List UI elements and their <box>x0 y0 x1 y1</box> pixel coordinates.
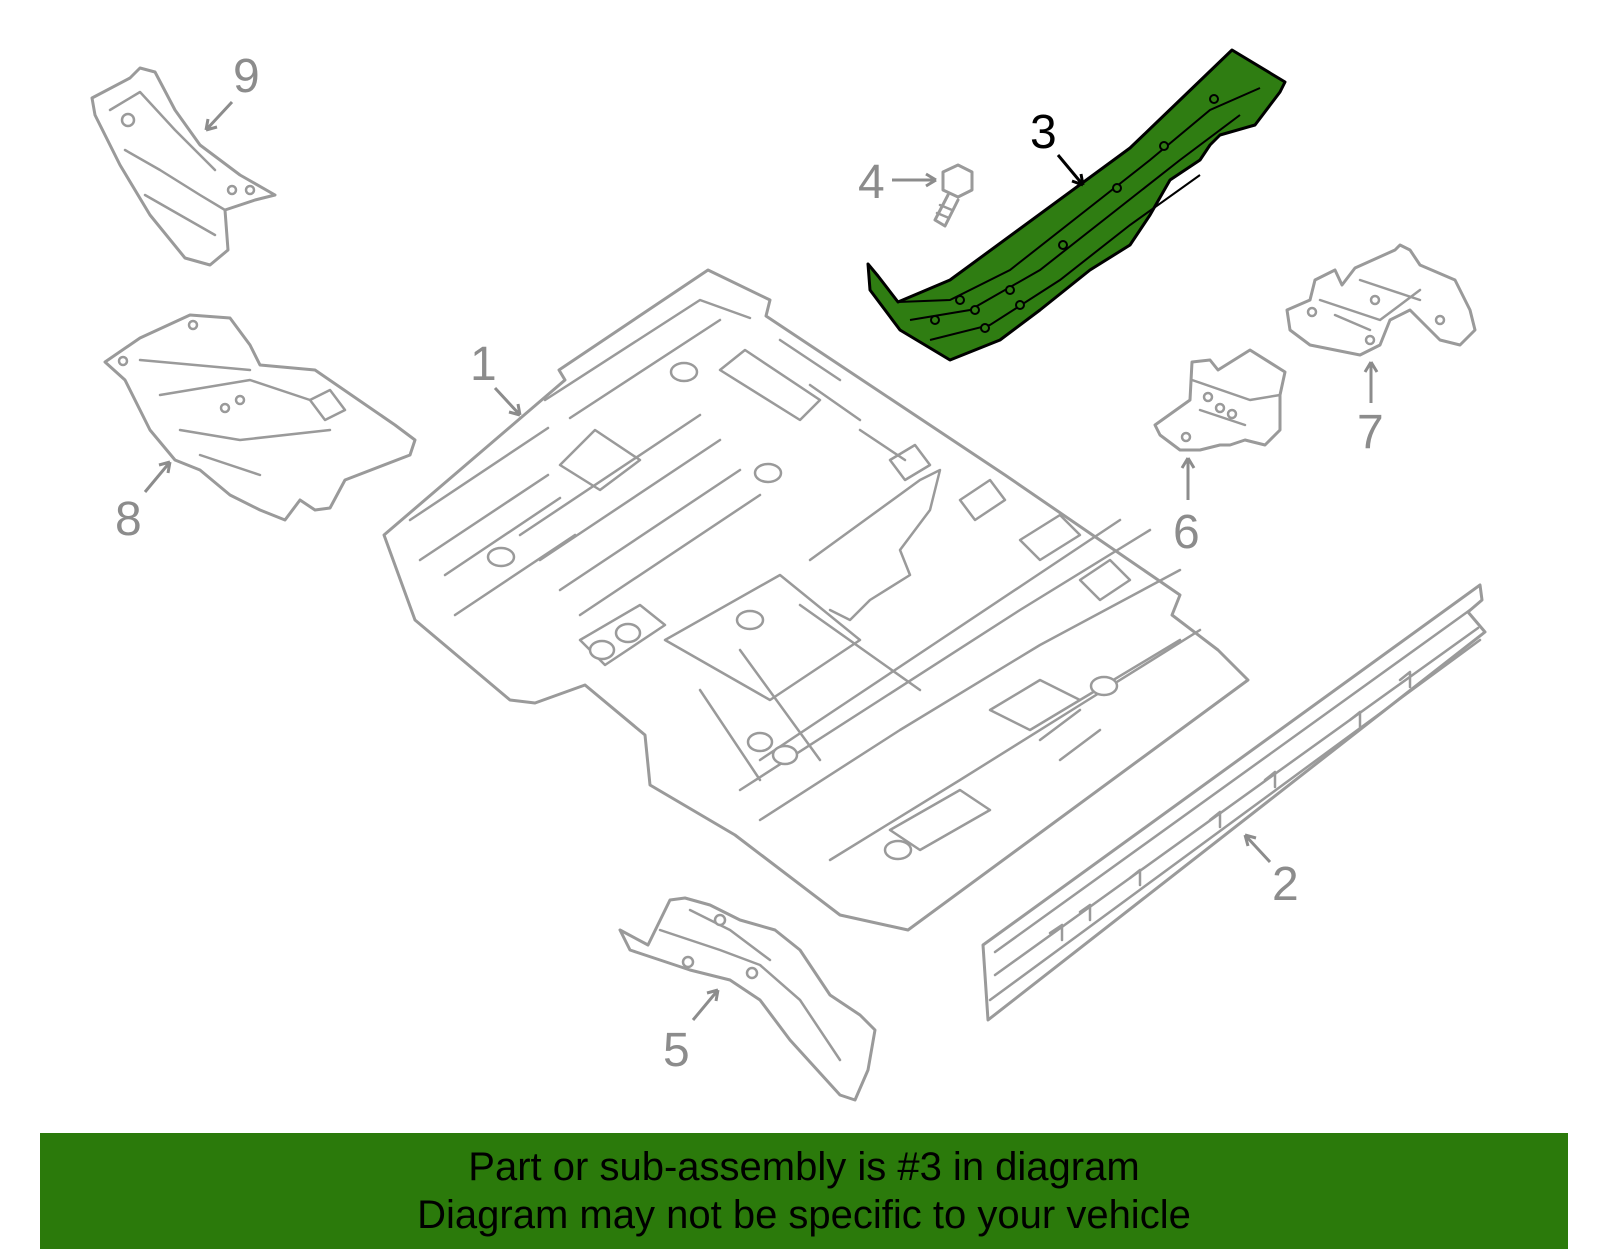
part-2-side-sill[interactable] <box>981 583 1487 1022</box>
svg-text:7: 7 <box>1357 406 1384 459</box>
svg-text:3: 3 <box>1030 106 1057 159</box>
callout-2: 2 <box>1243 833 1299 911</box>
part-4-bolt[interactable] <box>933 163 974 228</box>
banner-line-1: Part or sub-assembly is #3 in diagram <box>468 1145 1140 1189</box>
callout-6: 6 <box>1173 457 1200 559</box>
callout-1: 1 <box>470 338 522 417</box>
svg-text:5: 5 <box>663 1024 690 1077</box>
part-1-floor-panel[interactable] <box>382 268 1250 932</box>
svg-text:1: 1 <box>470 338 497 391</box>
callout-5: 5 <box>663 988 720 1077</box>
svg-text:6: 6 <box>1173 506 1200 559</box>
parts-diagram: 1 2 3 4 5 6 7 8 9 <box>90 48 1487 1102</box>
callout-4: 4 <box>858 156 937 209</box>
callout-9: 9 <box>204 50 260 132</box>
part-9-bracket[interactable] <box>90 66 277 267</box>
callout-7: 7 <box>1357 361 1384 459</box>
svg-text:9: 9 <box>233 50 260 103</box>
part-7-bracket[interactable] <box>1285 243 1477 357</box>
svg-text:4: 4 <box>858 156 885 209</box>
callout-8: 8 <box>115 460 172 546</box>
part-5-bracket[interactable] <box>618 896 877 1102</box>
svg-text:2: 2 <box>1272 858 1299 911</box>
part-8-bracket[interactable] <box>103 313 417 522</box>
callout-3: 3 <box>1030 106 1085 187</box>
svg-text:8: 8 <box>115 493 142 546</box>
banner-line-2: Diagram may not be specific to your vehi… <box>417 1193 1191 1237</box>
info-banner: Part or sub-assembly is #3 in diagram Di… <box>40 1133 1568 1249</box>
part-6-bracket[interactable] <box>1153 348 1287 452</box>
part-3-rear-rail[interactable] <box>866 48 1287 362</box>
